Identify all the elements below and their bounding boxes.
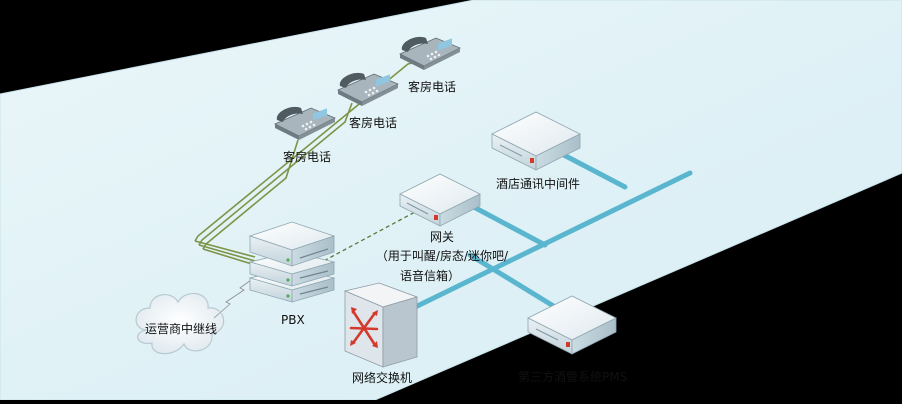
- middleware-server-icon: [491, 111, 581, 171]
- pms-label: 第三方酒管系统PMS: [518, 370, 628, 384]
- desk-phone-icon: [399, 36, 461, 70]
- middleware-label: 酒店通讯中间件: [496, 177, 581, 191]
- gateway-desc-line2: 语音信箱）: [399, 269, 461, 283]
- desk-phone-icon: [337, 72, 399, 106]
- pms-server-icon: [527, 295, 617, 355]
- gateway-title: 网关: [429, 230, 455, 244]
- backbone-main: [402, 170, 693, 315]
- backbone-network: [402, 150, 693, 315]
- network-switch-icon: [343, 282, 419, 368]
- cloud-icon: [135, 292, 225, 355]
- backbone-to-middleware: [557, 150, 628, 190]
- switch-label: 网络交换机: [352, 371, 413, 385]
- phone-label-2: 客房电话: [349, 116, 398, 130]
- gateway-server-icon: [399, 173, 481, 227]
- backbone-to-gateway: [467, 202, 548, 248]
- pbx-label: PBX: [281, 313, 305, 327]
- pbx-gateway-dashed-link: [317, 211, 416, 265]
- desk-phone-icon: [274, 106, 336, 140]
- phone-label-1: 客房电话: [283, 150, 332, 164]
- pbx-icon: [248, 221, 336, 303]
- gateway-desc-line1: （用于叫醒/房态/迷你吧/: [375, 249, 509, 263]
- backbone-to-pms: [467, 252, 563, 313]
- phone-label-3: 客房电话: [408, 80, 457, 94]
- trunk-label: 运营商中继线: [145, 322, 218, 336]
